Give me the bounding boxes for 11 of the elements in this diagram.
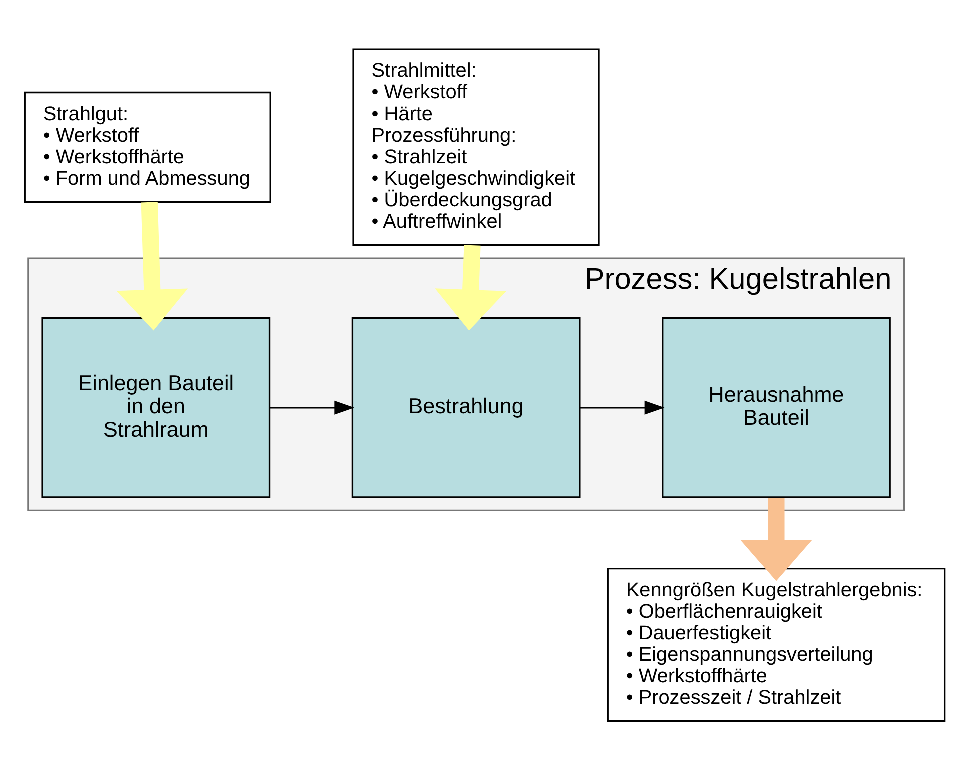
arrow — [740, 498, 812, 582]
node-box: Herausnahme Bauteil — [662, 318, 891, 498]
node-box: Strahlmittel: • Werkstoff • Härte Prozessführung: • Strahlzeit • Kugelgeschwindigkeit • Überdeckungsgrad • Auftreffwinkel — [352, 48, 600, 246]
node-box: Kenngrößen Kugelstrahlergebnis: • Oberflächenrauigkeit • Dauerfestigkeit • Eigenspannungsverteilung • Werkstoffhärte • Prozesszeit / Strahlzeit — [607, 568, 946, 722]
arrow — [580, 400, 665, 415]
node-box: Strahlgut: • Werkstoff • Werkstoffhärte • Form und Abmessung — [24, 92, 272, 204]
node-box: Einlegen Bauteil in den Strahlraum — [42, 318, 271, 498]
arrow — [270, 400, 355, 415]
arrow — [435, 245, 506, 331]
arrow — [116, 202, 188, 331]
node-box: Bestrahlung — [352, 318, 581, 498]
